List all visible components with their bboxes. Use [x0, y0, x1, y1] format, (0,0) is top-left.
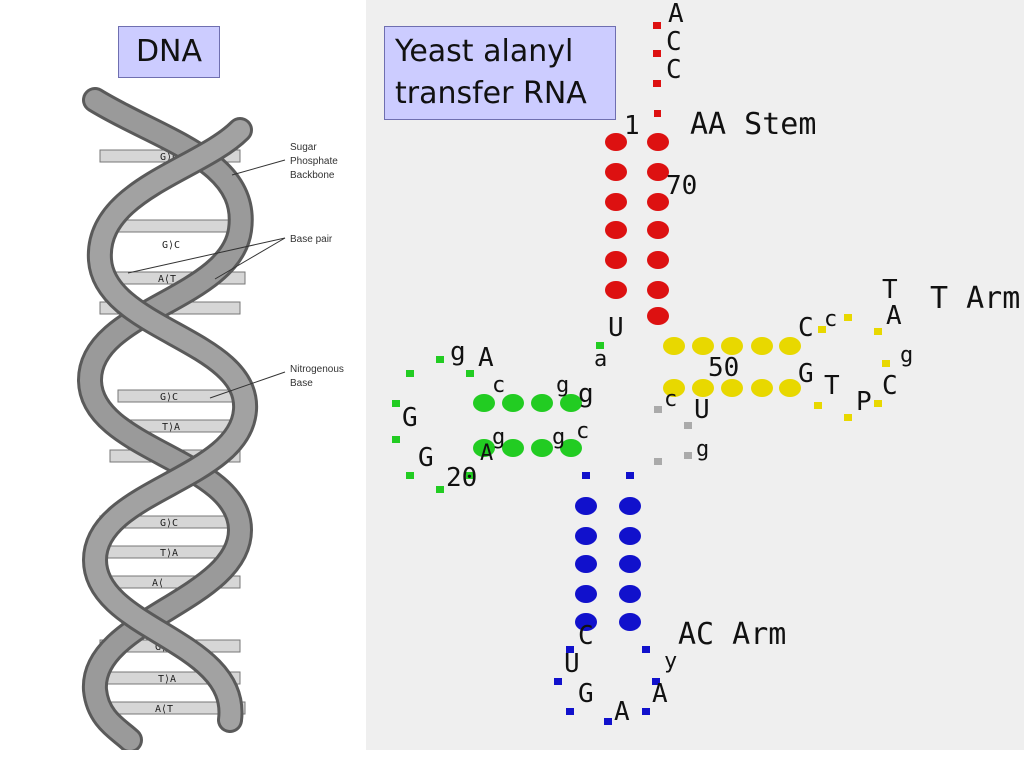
nt-t-g: g — [900, 343, 913, 368]
nt-aa-a: a — [594, 347, 607, 372]
nt-ac-c: C — [578, 621, 594, 651]
label-nitrogenous: Nitrogenous — [290, 364, 344, 375]
rung-label-1: G⟩C — [160, 152, 178, 163]
nt-var-c: c — [664, 387, 677, 412]
rung-label-3: A⟨T — [158, 274, 176, 285]
nt-aa-u: U — [608, 313, 624, 343]
nt-d-g5: g — [492, 425, 505, 450]
nt-t-c1: C — [798, 313, 814, 343]
nt-d-g4: g — [578, 379, 594, 409]
label-backbone: Backbone — [290, 170, 335, 181]
nt-t-c2: c — [824, 307, 837, 332]
nt-d-c3: g — [556, 373, 569, 398]
trna-cloverleaf: A C C U a g A G G c g A g c g g C c T A … — [392, 0, 1020, 727]
nt-tail-c2: C — [666, 55, 682, 85]
dna-title: DNA — [118, 26, 220, 78]
arm-labels: AA Stem T Arm AC Arm — [678, 107, 1020, 652]
sugar-phosphate-backbone — [76, 87, 258, 750]
ac-arm — [554, 472, 660, 725]
rung-label-2: G⟩C — [162, 240, 180, 251]
nt-d-c2: c — [576, 419, 589, 444]
nt-t-g2: G — [798, 359, 814, 389]
rung-label-12: T⟩A — [158, 674, 176, 685]
pos-70: 70 — [666, 171, 697, 201]
d-arm — [392, 342, 604, 493]
nt-d-a1: A — [478, 343, 494, 373]
nt-ac-u: U — [564, 649, 580, 679]
label-leader-lines — [127, 159, 286, 399]
rung-label-6: T⟩A — [162, 422, 180, 433]
position-numbers: 1 70 50 20 — [446, 111, 739, 493]
nt-var-u: U — [694, 395, 710, 425]
nt-ac-g: G — [578, 679, 594, 709]
nt-d-g6: g — [552, 425, 565, 450]
nt-tail-a: A — [668, 0, 684, 29]
nt-ac-y: y — [664, 649, 677, 674]
dna-panel: G⟩C G⟩C A⟨T C⟨G G⟩C T⟩A A⟨ G⟩C T⟩A A⟨ G⟩… — [0, 80, 366, 750]
pos-50: 50 — [708, 353, 739, 383]
label-ac-arm: AC Arm — [678, 617, 786, 652]
dna-helix-illustration: G⟩C G⟩C A⟨T C⟨G G⟩C T⟩A A⟨ G⟩C T⟩A A⟨ G⟩… — [76, 87, 344, 750]
tail-dot — [653, 22, 661, 29]
pos-1: 1 — [624, 111, 640, 141]
nt-d-g1: g — [450, 337, 466, 367]
rung-label-5: G⟩C — [160, 392, 178, 403]
tail-dot — [654, 110, 661, 117]
nt-t-a: A — [886, 301, 902, 331]
nt-t-c3: C — [882, 371, 898, 401]
label-phosphate: Phosphate — [290, 156, 338, 167]
pos-20: 20 — [446, 463, 477, 493]
nt-d-a2: A — [480, 441, 493, 466]
nt-t-t2: T — [824, 371, 840, 401]
aa-stem — [605, 22, 669, 325]
nt-d-g3: G — [418, 443, 434, 473]
t-arm — [663, 314, 890, 421]
rung-label-10: A⟨ — [152, 578, 164, 589]
nt-d-c1: c — [492, 373, 505, 398]
nt-t-p: P — [856, 387, 872, 417]
tail-dot — [653, 50, 661, 57]
label-base-pair: Base pair — [290, 234, 333, 245]
variable-loop — [654, 406, 692, 465]
nt-ac-a1: A — [614, 697, 630, 727]
label-base: Base — [290, 378, 313, 389]
aa-right-strand — [647, 133, 669, 325]
label-sugar: Sugar — [290, 142, 317, 153]
rung-2 — [109, 219, 241, 233]
nt-t-t: T — [882, 275, 898, 305]
nt-var-g: g — [696, 437, 709, 462]
label-t-arm: T Arm — [930, 281, 1020, 316]
trna-title-line-1: Yeast alanyl — [395, 34, 574, 69]
trna-title: Yeast alanyl transfer RNA — [384, 26, 616, 120]
trna-panel: A C C U a g A G G c g A g c g g C c T A … — [366, 0, 1024, 750]
aa-left-strand — [605, 133, 627, 299]
dna-part-labels: Sugar Phosphate Backbone Base pair Nitro… — [290, 142, 344, 389]
label-aa-stem: AA Stem — [690, 107, 816, 142]
rung-label-13: A⟨T — [155, 704, 173, 715]
nucleotide-letters: A C C U a g A G G c g A g c g g C c T A … — [402, 0, 913, 727]
nt-tail-c1: C — [666, 27, 682, 57]
nt-ac-a2: A — [652, 679, 668, 709]
rung-label-9: T⟩A — [160, 548, 178, 559]
trna-title-line-2: transfer RNA — [395, 76, 587, 111]
tail-dot — [653, 80, 661, 87]
rung-label-8: G⟩C — [160, 518, 178, 529]
nt-d-g2: G — [402, 403, 418, 433]
